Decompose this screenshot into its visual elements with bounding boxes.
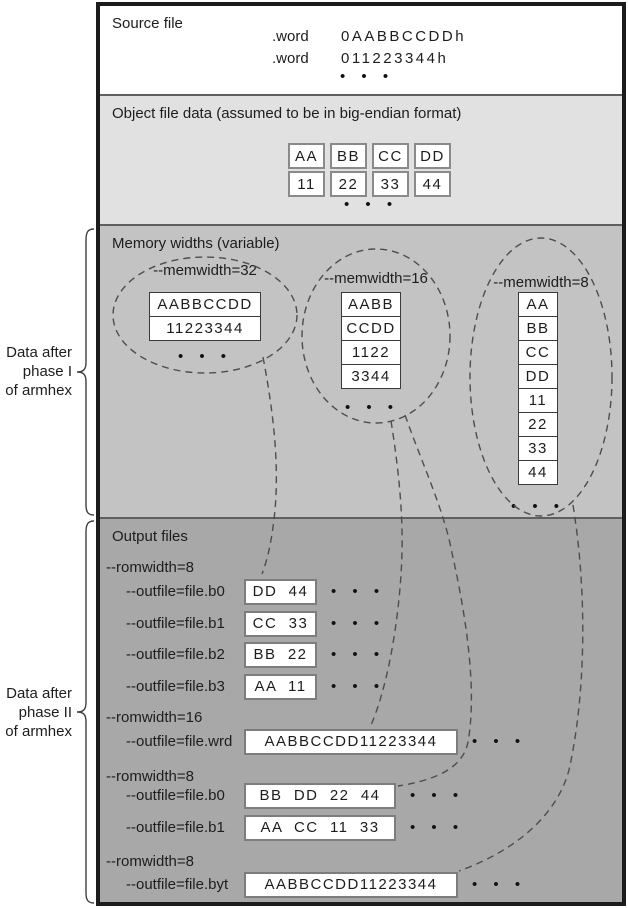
memwidth32-label: --memwidth=32: [153, 262, 257, 279]
romwidth-label-3: --romwidth=8: [106, 768, 194, 785]
phase1-label: Data after phase I of armhex: [0, 343, 72, 400]
row-ellipsis: • • •: [331, 646, 386, 663]
outfile-label: --outfile=file.byt: [126, 876, 229, 893]
object-byte: 22: [330, 171, 367, 197]
output-files-title: Output files: [112, 528, 188, 545]
memwidth16-word: CCDD: [341, 316, 401, 341]
object-byte-row-1: AA BB CC DD: [288, 143, 451, 169]
memwidth16-word: 1122: [341, 340, 401, 365]
object-file-section: Object file data (assumed to be in big-e…: [100, 94, 622, 224]
object-file-title: Object file data (assumed to be in big-e…: [112, 105, 462, 122]
outfile-label: --outfile=file.b1: [126, 819, 225, 836]
memwidth8-byte: BB: [518, 316, 558, 341]
object-byte: CC: [372, 143, 409, 169]
phase2-brace: [76, 520, 95, 904]
memwidth16-ellipsis: • • •: [344, 399, 400, 416]
memwidth16-stack: AABB CCDD 1122 3344: [341, 292, 401, 389]
row-ellipsis: • • •: [472, 733, 527, 750]
object-ellipsis: • • •: [344, 196, 399, 213]
outfile-label: --outfile=file.b2: [126, 646, 225, 663]
memwidth8-ellipsis: • • •: [510, 498, 566, 515]
phase2-line3: of armhex: [5, 723, 72, 740]
memwidth8-byte: 22: [518, 412, 558, 437]
outfile-data-box: DD 44: [244, 578, 317, 605]
romwidth-label-4: --romwidth=8: [106, 853, 194, 870]
memwidth8-byte: 44: [518, 460, 558, 485]
outfile-row-b3: --outfile=file.b3 AA 11 • • •: [126, 673, 385, 700]
romwidth-label-2: --romwidth=16: [106, 709, 203, 726]
row-ellipsis: • • •: [410, 819, 465, 836]
object-byte: 33: [372, 171, 409, 197]
source-word-lines: .word 0AABBCCDDh .word 011223344h: [272, 28, 466, 67]
memwidth16-word: AABB: [341, 292, 401, 317]
word-value-1: 0AABBCCDDh: [341, 28, 467, 45]
outfile-row-b1: --outfile=file.b1 CC 33 • • •: [126, 610, 385, 637]
outfile-label: --outfile=file.b1: [126, 615, 225, 632]
memory-widths-section: Memory widths (variable) --memwidth=32 A…: [100, 224, 622, 517]
phase2-line1: Data after: [6, 685, 72, 702]
object-byte: 44: [414, 171, 451, 197]
output-files-section: Output files --romwidth=8 --outfile=file…: [100, 517, 622, 902]
memwidth32-stack: AABBCCDD 11223344: [149, 292, 261, 341]
outfile-row-wrd: --outfile=file.wrd AABBCCDD11223344 • • …: [126, 728, 526, 755]
memwidth8-byte: 33: [518, 436, 558, 461]
memwidth16-label: --memwidth=16: [324, 270, 428, 287]
word-directive-1: .word: [272, 28, 309, 45]
source-file-section: Source file .word 0AABBCCDDh .word 01122…: [100, 6, 622, 94]
object-byte-row-2: 11 22 33 44: [288, 171, 451, 197]
row-ellipsis: • • •: [331, 583, 386, 600]
word-directive-2: .word: [272, 50, 309, 67]
row-ellipsis: • • •: [331, 678, 386, 695]
phase1-line2: phase I: [22, 363, 72, 380]
source-file-title: Source file: [112, 15, 183, 32]
outfile-row-b0: --outfile=file.b0 DD 44 • • •: [126, 578, 385, 605]
outfile-row-b2: --outfile=file.b2 BB 22 • • •: [126, 641, 385, 668]
outfile-row-b0-2: --outfile=file.b0 BB DD 22 44 • • •: [126, 782, 464, 809]
memwidth8-byte: AA: [518, 292, 558, 317]
object-byte: AA: [288, 143, 325, 169]
phase2-label: Data after phase II of armhex: [0, 684, 72, 741]
romwidth-label-1: --romwidth=8: [106, 559, 194, 576]
source-ellipsis: • • •: [340, 68, 395, 85]
row-ellipsis: • • •: [472, 876, 527, 893]
object-byte: BB: [330, 143, 367, 169]
outfile-data-box: AA 11: [244, 673, 317, 700]
row-ellipsis: • • •: [410, 787, 465, 804]
outfile-label: --outfile=file.b0: [126, 787, 225, 804]
phase1-line3: of armhex: [5, 382, 72, 399]
outfile-label: --outfile=file.wrd: [126, 733, 233, 750]
memwidth8-byte: 11: [518, 388, 558, 413]
outfile-row-byt: --outfile=file.byt AABBCCDD11223344 • • …: [126, 871, 526, 898]
outfile-data-box: AABBCCDD11223344: [244, 728, 458, 755]
memwidth8-byte: DD: [518, 364, 558, 389]
phase1-line1: Data after: [6, 344, 72, 361]
object-byte: 11: [288, 171, 325, 197]
memwidth32-ellipsis: • • •: [177, 348, 233, 365]
outfile-data-box: BB DD 22 44: [244, 782, 396, 809]
memory-widths-title: Memory widths (variable): [112, 235, 280, 252]
row-ellipsis: • • •: [331, 615, 386, 632]
outfile-data-box: BB 22: [244, 641, 317, 668]
outfile-data-box: AA CC 11 33: [244, 814, 396, 841]
memwidth32-word: AABBCCDD: [149, 292, 261, 317]
outfile-label: --outfile=file.b3: [126, 678, 225, 695]
memwidth8-label: --memwidth=8: [493, 274, 589, 291]
memwidth32-word: 11223344: [149, 316, 261, 341]
outfile-row-b1-2: --outfile=file.b1 AA CC 11 33 • • •: [126, 814, 464, 841]
word-value-2: 011223344h: [341, 50, 449, 67]
phase2-line2: phase II: [18, 704, 72, 721]
object-byte-grid: AA BB CC DD 11 22 33 44: [288, 143, 451, 199]
memwidth8-byte: CC: [518, 340, 558, 365]
memwidth8-stack: AA BB CC DD 11 22 33 44: [518, 292, 558, 485]
phase1-brace: [76, 228, 95, 516]
outfile-label: --outfile=file.b0: [126, 583, 225, 600]
outfile-data-box: CC 33: [244, 610, 317, 637]
diagram-frame: Source file .word 0AABBCCDDh .word 01122…: [96, 2, 626, 906]
memwidth16-word: 3344: [341, 364, 401, 389]
object-byte: DD: [414, 143, 451, 169]
outfile-data-box: AABBCCDD11223344: [244, 871, 458, 898]
